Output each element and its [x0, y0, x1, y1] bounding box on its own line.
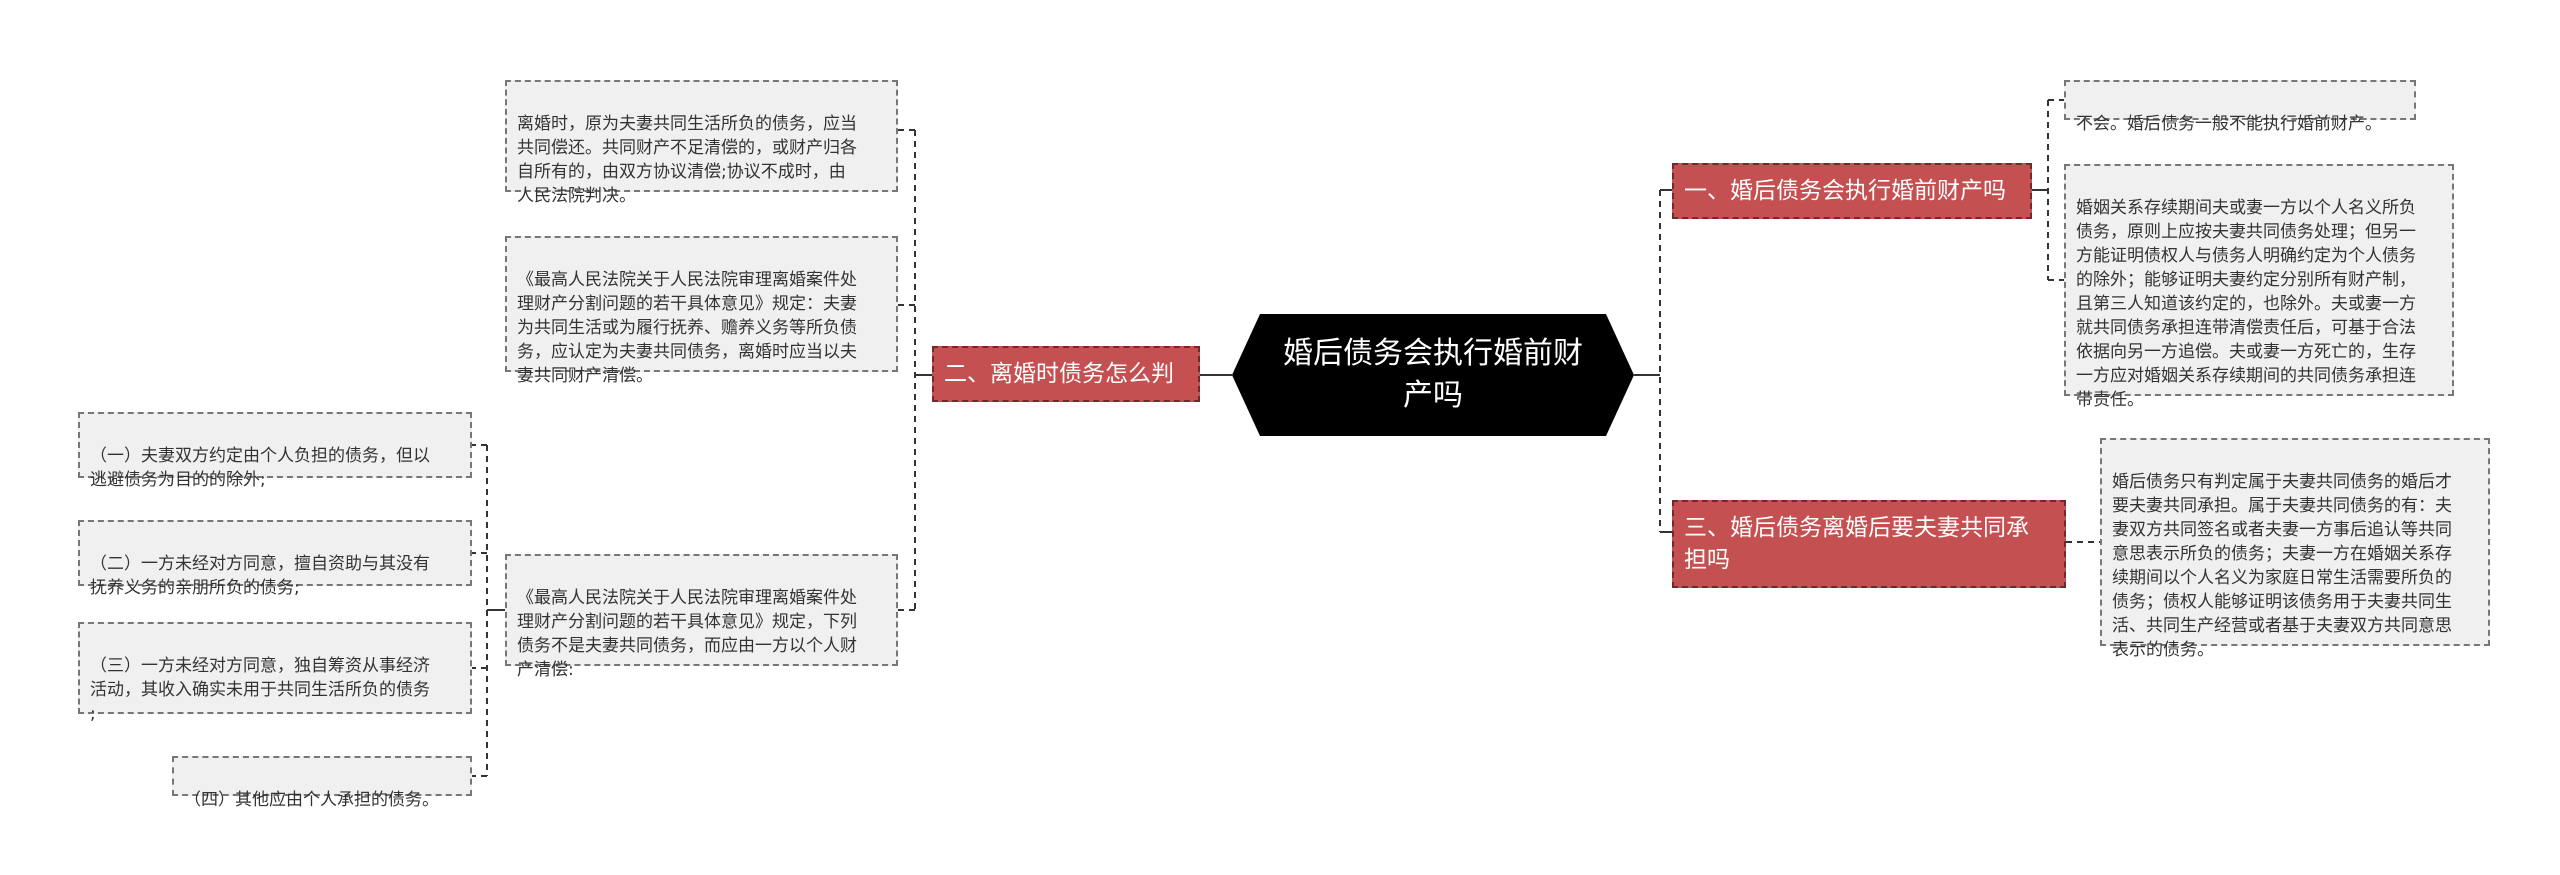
center-node-label: 婚后债务会执行婚前财产吗 [1283, 336, 1583, 413]
subleaf-3-text: （三）一方未经对方同意，独自筹资从事经济 活动，其收入确实未用于共同生活所负的债… [90, 656, 430, 724]
subleaf-4[interactable]: （四）其他应由个人承担的债务。 [172, 756, 472, 810]
leaf-2-2[interactable]: 《最高人民法院关于人民法院审理离婚案件处 理财产分割问题的若干具体意见》规定：夫… [505, 236, 898, 386]
branch-3[interactable]: 三、婚后债务离婚后要夫妻共同承 担吗 [1672, 500, 2066, 588]
branch-2-label: 二、离婚时债务怎么判 [944, 361, 1174, 387]
leaf-3-1[interactable]: 婚后债务只有判定属于夫妻共同债务的婚后才 要夫妻共同承担。属于夫妻共同债务的有：… [2100, 438, 2490, 660]
subleaf-2-text: （二）一方未经对方同意，擅自资助与其没有 抚养义务的亲朋所负的债务; [90, 554, 430, 598]
center-node-shape [1232, 314, 1634, 436]
branch-1-label: 一、婚后债务会执行婚前财产吗 [1684, 178, 2006, 204]
subleaf-3[interactable]: （三）一方未经对方同意，独自筹资从事经济 活动，其收入确实未用于共同生活所负的债… [78, 622, 472, 724]
center-node[interactable]: 婚后债务会执行婚前财产吗 [1232, 314, 1634, 436]
leaf-1-1[interactable]: 不会。婚后债务一般不能执行婚前财产。 [2064, 80, 2416, 134]
leaf-2-1-text: 离婚时，原为夫妻共同生活所负的债务，应当 共同偿还。共同财产不足清偿的，或财产归… [517, 114, 857, 206]
subleaf-2[interactable]: （二）一方未经对方同意，擅自资助与其没有 抚养义务的亲朋所负的债务; [78, 520, 472, 598]
leaf-2-2-text: 《最高人民法院关于人民法院审理离婚案件处 理财产分割问题的若干具体意见》规定：夫… [517, 270, 857, 386]
leaf-2-3[interactable]: 《最高人民法院关于人民法院审理离婚案件处 理财产分割问题的若干具体意见》规定，下… [505, 554, 898, 680]
branch-2[interactable]: 二、离婚时债务怎么判 [932, 346, 1200, 402]
subleaf-1[interactable]: （一）夫妻双方约定由个人负担的债务，但以 逃避债务为目的的除外; [78, 412, 472, 490]
leaf-1-2-text: 婚姻关系存续期间夫或妻一方以个人名义所负 债务，原则上应按夫妻共同债务处理；但另… [2076, 198, 2416, 410]
branch-3-label: 三、婚后债务离婚后要夫妻共同承 担吗 [1684, 515, 2029, 573]
branch-1[interactable]: 一、婚后债务会执行婚前财产吗 [1672, 163, 2032, 219]
leaf-2-1[interactable]: 离婚时，原为夫妻共同生活所负的债务，应当 共同偿还。共同财产不足清偿的，或财产归… [505, 80, 898, 206]
leaf-1-1-text: 不会。婚后债务一般不能执行婚前财产。 [2076, 114, 2382, 134]
leaf-2-3-text: 《最高人民法院关于人民法院审理离婚案件处 理财产分割问题的若干具体意见》规定，下… [517, 588, 857, 680]
leaf-3-1-text: 婚后债务只有判定属于夫妻共同债务的婚后才 要夫妻共同承担。属于夫妻共同债务的有：… [2112, 472, 2452, 660]
leaf-1-2[interactable]: 婚姻关系存续期间夫或妻一方以个人名义所负 债务，原则上应按夫妻共同债务处理；但另… [2064, 164, 2454, 410]
subleaf-1-text: （一）夫妻双方约定由个人负担的债务，但以 逃避债务为目的的除外; [90, 446, 430, 490]
subleaf-4-text: （四）其他应由个人承担的债务。 [184, 790, 439, 810]
